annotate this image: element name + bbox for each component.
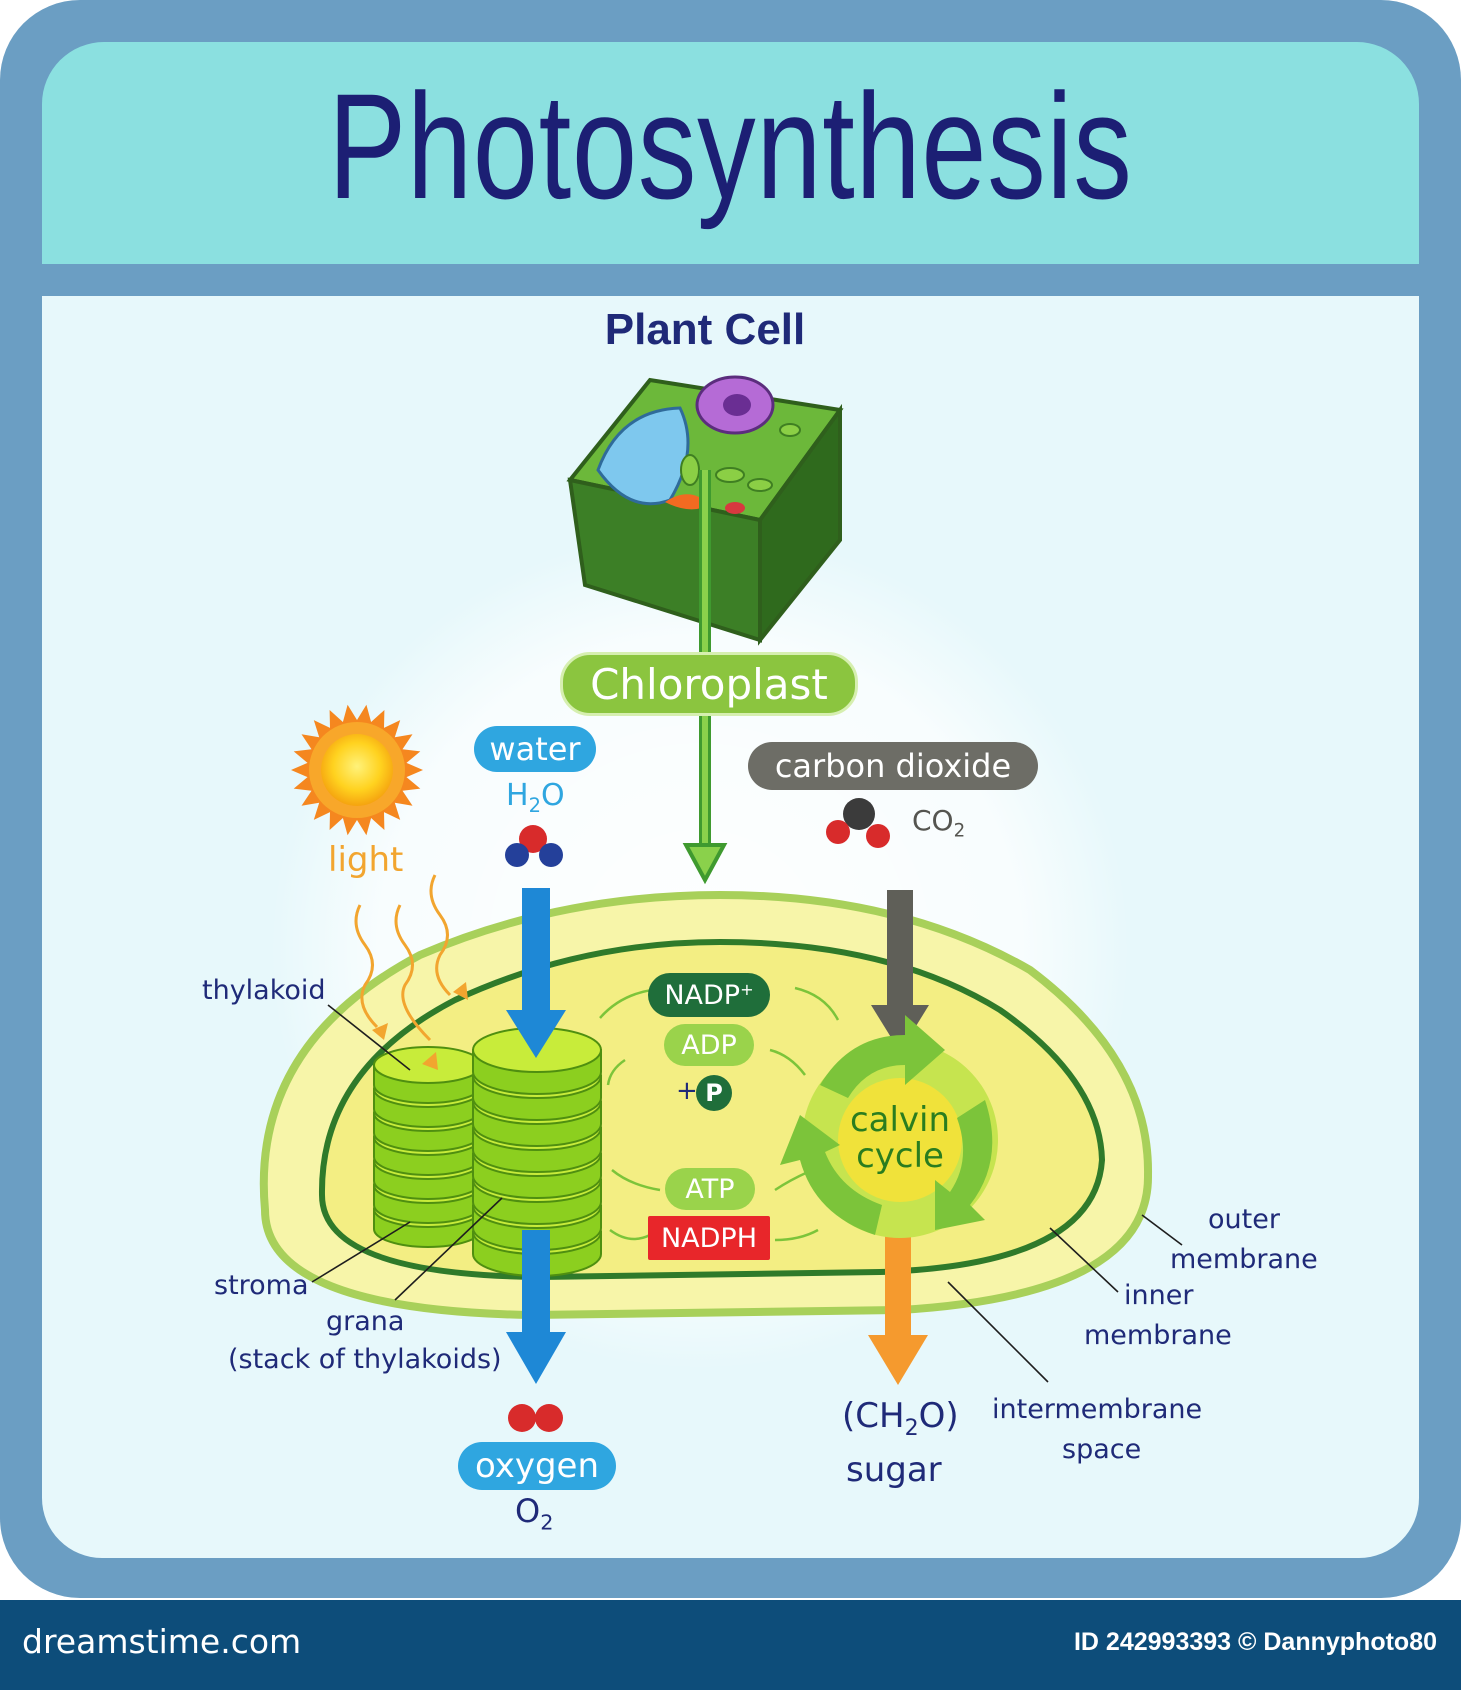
intermembrane-line2: space [1062, 1434, 1142, 1465]
outer-membrane-line2: membrane [1170, 1244, 1318, 1275]
h2o-formula: H2O [506, 778, 565, 817]
oxygen-pill: oxygen [458, 1442, 616, 1490]
cycle-arrows [599, 986, 840, 1242]
sugar-arrow [868, 1230, 928, 1385]
title-band [42, 42, 1419, 264]
light-label: light [328, 840, 404, 880]
diagram-graphics [259, 375, 1183, 1432]
adp-pill: ADP [664, 1024, 754, 1066]
nadp-pill: NADP+ [648, 973, 770, 1017]
ch2o-formula: (CH2O) [842, 1396, 959, 1441]
nadph-pill: NADPH [648, 1216, 770, 1260]
atp-pill: ATP [665, 1168, 755, 1210]
inner-membrane-line1: inner [1124, 1280, 1194, 1311]
inner-membrane-line2: membrane [1084, 1320, 1232, 1351]
water-pill: water [474, 726, 596, 772]
light-rays [354, 874, 468, 1070]
co2-arrow [871, 890, 929, 1052]
carbon-dioxide-pill: carbon dioxide [748, 742, 1038, 790]
water-arrow [506, 888, 566, 1058]
co2-formula: CO2 [912, 804, 966, 842]
co2-molecule-icon [826, 798, 890, 848]
footer-bar: dreamstime.com ID 242993393 © Dannyphoto… [0, 1600, 1461, 1690]
grana-label-line2: (stack of thylakoids) [228, 1344, 502, 1375]
outer-membrane-line1: outer [1208, 1204, 1280, 1235]
calvin-label-line2: cycle [856, 1136, 944, 1176]
sun-icon [291, 704, 423, 836]
grana-label-line1: grana [326, 1306, 405, 1337]
footer-brand: dreamstime.com [22, 1622, 302, 1661]
thylakoid-label: thylakoid [202, 975, 326, 1006]
o2-formula: O2 [515, 1492, 554, 1535]
phosphate-prefix: + [676, 1076, 698, 1106]
leader-lines [311, 1004, 1183, 1383]
calvin-cycle-icon [780, 1015, 998, 1238]
oxygen-molecule-icon [508, 1404, 563, 1432]
grana-stack-left [373, 1046, 483, 1248]
calvin-label-line1: calvin [849, 1100, 951, 1140]
footer-image-id: ID 242993393 © Dannyphoto80 [1073, 1628, 1437, 1656]
oxygen-arrow [506, 1230, 566, 1384]
sugar-label: sugar [846, 1450, 942, 1490]
chloroplast-pill: Chloroplast [560, 652, 858, 716]
plant-cell-illustration [566, 375, 844, 646]
phosphate-badge: P [696, 1075, 732, 1111]
stroma-label: stroma [214, 1270, 309, 1301]
intermembrane-line1: intermembrane [992, 1394, 1203, 1425]
subtitle-plant-cell: Plant Cell [604, 305, 806, 354]
water-molecule-icon [505, 825, 563, 867]
page-title: Photosynthesis [328, 62, 1133, 230]
